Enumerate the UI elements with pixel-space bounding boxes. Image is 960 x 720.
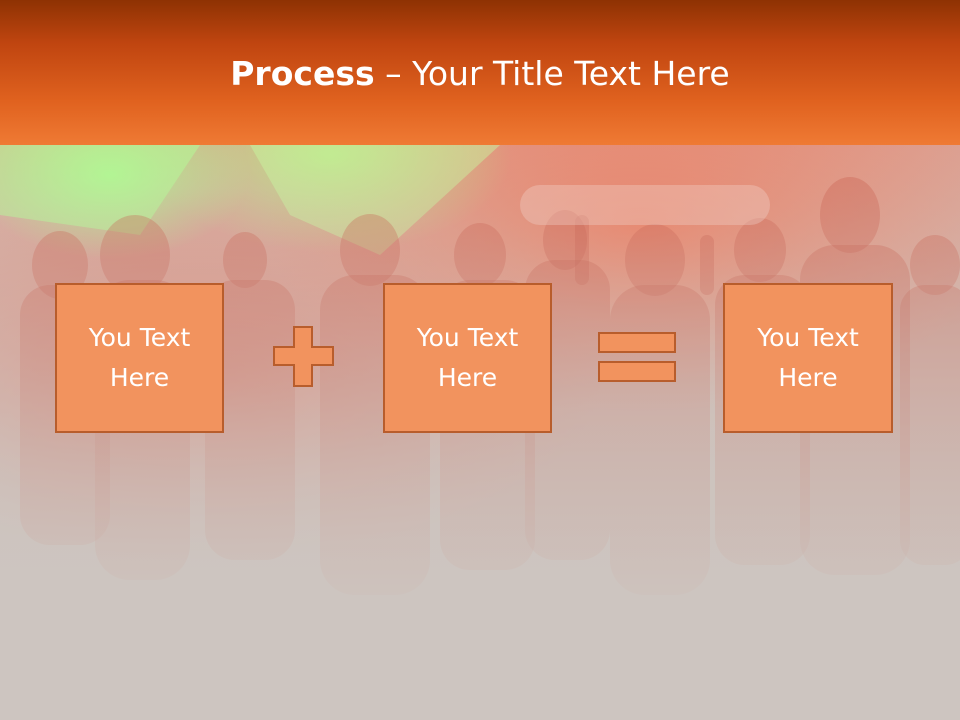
title-bar: Process – Your Title Text Here — [0, 0, 960, 145]
slide-title: Process – Your Title Text Here — [0, 52, 960, 96]
slide-title-rest: – Your Title Text Here — [374, 54, 730, 93]
text-box-1[interactable]: You Text Here — [55, 283, 224, 433]
slide-title-bold: Process — [230, 54, 375, 93]
plus-icon — [273, 326, 334, 387]
text-box-3[interactable]: You Text Here — [723, 283, 893, 433]
text-box-2-label: You Text Here — [416, 323, 519, 392]
text-box-2[interactable]: You Text Here — [383, 283, 552, 433]
equals-icon — [598, 332, 676, 382]
text-box-1-label: You Text Here — [88, 323, 191, 392]
text-box-3-label: You Text Here — [757, 323, 859, 392]
